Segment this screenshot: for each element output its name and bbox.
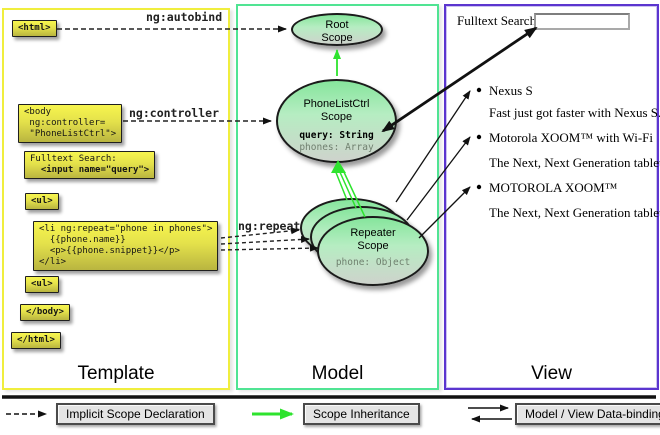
- view-item-desc: Fast just got faster with Nexus S.: [489, 105, 660, 120]
- repeater-scope-title: Repeater Scope: [350, 227, 396, 252]
- code-fulltext-input: Fulltext Search: <input name="query">: [24, 151, 156, 179]
- phonelistctrl-scope-title: PhoneListCtrl Scope: [303, 98, 370, 123]
- scope-prop-query: query: String: [299, 130, 374, 141]
- view-item-title: Nexus S: [489, 83, 533, 98]
- legend-scope-inheritance: Scope Inheritance: [303, 403, 420, 425]
- ng-autobind-label: ng:autobind: [146, 10, 223, 24]
- view-item-title: Motorola XOOM™ with Wi-Fi: [489, 130, 654, 145]
- view-column: View: [444, 4, 659, 390]
- code-input-tag: <input name="query">: [30, 165, 150, 175]
- repeater-scope-ellipse-front: Repeater Scope phone: Object: [317, 216, 429, 286]
- code-li-repeat: <li ng:repeat="phone in phones"> {{phone…: [33, 221, 219, 271]
- phonelistctrl-scope-ellipse: PhoneListCtrl Scope query: String phones…: [276, 79, 397, 163]
- ng-repeat-label: ng:repeat: [238, 219, 301, 233]
- code-ul-open: <ul>: [25, 193, 59, 210]
- scope-prop-phones: phones: Array: [299, 142, 374, 153]
- root-scope-ellipse: Root Scope: [291, 13, 383, 46]
- legend-model-view-data-binding: Model / View Data-binding: [515, 403, 660, 425]
- ng-controller-label: ng:controller: [129, 106, 220, 120]
- view-item-desc: The Next, Next Generation tablet.: [489, 205, 660, 220]
- model-column: Model: [236, 4, 439, 390]
- code-body-open: <body ng:controller= "PhoneListCtrl">: [18, 104, 123, 143]
- search-input[interactable]: [534, 13, 630, 30]
- template-column-label: Template: [77, 363, 155, 384]
- code-fulltext-label: Fulltext Search:: [30, 154, 117, 164]
- code-body-close: </body>: [20, 304, 70, 321]
- code-ul-close: <ul>: [25, 276, 59, 293]
- root-scope-title: Root Scope: [321, 19, 353, 44]
- legend-implicit-scope-declaration: Implicit Scope Declaration: [56, 403, 215, 425]
- view-column-label: View: [531, 363, 572, 384]
- view-item-title: MOTOROLA XOOM™: [489, 180, 618, 195]
- code-html-close: </html>: [11, 332, 61, 349]
- view-fulltext-label: Fulltext Search:: [457, 13, 540, 28]
- model-column-label: Model: [311, 363, 364, 384]
- code-html-open: <html>: [12, 20, 57, 37]
- view-item-desc: The Next, Next Generation tablet.: [489, 155, 660, 170]
- scope-prop-phone: phone: Object: [335, 257, 411, 268]
